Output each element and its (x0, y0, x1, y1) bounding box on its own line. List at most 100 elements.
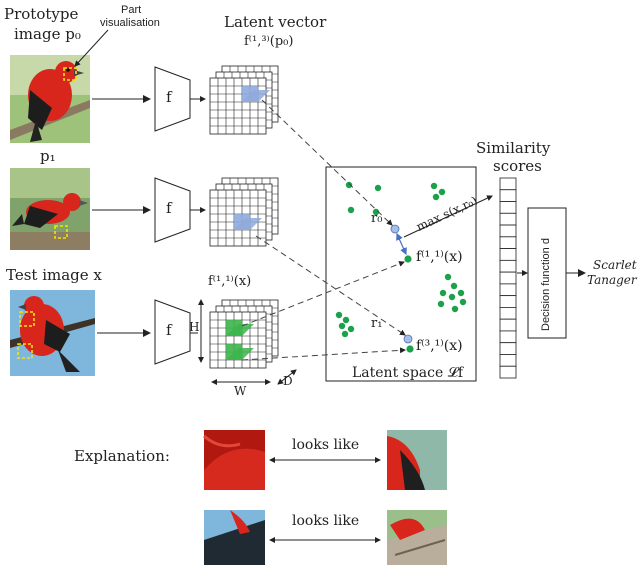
similarity-label-line1: Similarity (476, 139, 551, 157)
part-visualisation-arrow (74, 29, 109, 67)
explanation-patch-p1 (387, 430, 447, 490)
f13-p0-label: f⁽¹,³⁾(p₀) (244, 34, 294, 49)
explanation-label: Explanation: (74, 447, 170, 465)
latent-point (374, 184, 382, 192)
encoder-f-label-p0: f (166, 88, 172, 106)
similarity-scores-column (499, 177, 517, 379)
similarity-cell (499, 342, 517, 355)
encoder-f-label-p1: f (166, 199, 172, 217)
feature-grid-p1 (209, 177, 279, 247)
class-label-line1: Scarlet (593, 258, 637, 272)
explanation-patch-x1 (203, 430, 265, 490)
part-vis-line1: Part (121, 4, 142, 16)
similarity-cell (499, 224, 517, 238)
part-box-x-bottom (17, 343, 33, 359)
similarity-distance-arrow (396, 232, 407, 256)
r0-label: r₀ (371, 211, 383, 226)
similarity-cell (499, 330, 517, 344)
feature-grid-x (209, 299, 279, 369)
latent-point (341, 330, 349, 338)
f31-x-point (406, 345, 414, 353)
similarity-cell (499, 212, 517, 226)
latent-point (347, 325, 355, 333)
latent-point (457, 289, 465, 297)
encoder-f-p0 (154, 66, 191, 132)
f11-x-space-label: f⁽¹,¹⁾(x) (416, 249, 463, 265)
p1-label: p₁ (40, 147, 56, 165)
similarity-cell (499, 354, 517, 367)
decision-function-label: Decision function d (540, 238, 552, 331)
prototype-title-line1: Prototype (4, 5, 79, 23)
similarity-cell (499, 236, 517, 249)
f31-x-space-label: f⁽³,¹⁾(x) (416, 338, 463, 354)
test-image-label: Test image x (6, 266, 102, 284)
explanation-patch-x2 (204, 510, 265, 565)
similarity-label-line2: scores (493, 157, 542, 175)
similarity-cell (499, 283, 517, 297)
feature-grid-p0 (209, 65, 279, 135)
r0-point (390, 224, 400, 234)
latent-space-label: Latent space 𝓛f (352, 365, 464, 381)
similarity-cell (499, 189, 517, 202)
highlight-cell (242, 86, 258, 102)
encoder-f-p1 (154, 177, 191, 243)
r1-point (403, 334, 413, 344)
latent-point (448, 293, 456, 301)
projection-p0-to-r0 (261, 99, 393, 226)
latent-point (438, 188, 446, 196)
encoder-f-label-x: f (166, 321, 172, 339)
prototype-image-p1 (10, 168, 90, 250)
latent-point (432, 193, 440, 201)
prototype-image-p0 (10, 55, 90, 143)
similarity-cell (499, 318, 517, 332)
latent-point (450, 282, 458, 290)
encoder-f-x (154, 299, 191, 365)
part-box-p0 (63, 67, 77, 81)
similarity-cell (499, 259, 517, 273)
dim-h-label: H (189, 320, 200, 334)
projection-x11 (241, 261, 405, 327)
f11-x-point (404, 255, 412, 263)
similarity-cell (499, 248, 517, 261)
latent-point (437, 300, 445, 308)
prototype-title-line2: image p₀ (14, 25, 81, 43)
explanation-patch-p2 (387, 510, 447, 565)
latent-point (347, 206, 355, 214)
looks-like-label-2: looks like (292, 513, 360, 529)
latent-point (451, 305, 459, 313)
latent-point (342, 316, 350, 324)
test-image-x (10, 290, 95, 376)
latent-point (372, 208, 380, 216)
dim-d-arrow (277, 369, 297, 385)
looks-like-label-1: looks like (292, 437, 360, 453)
highlight-cell (226, 344, 242, 360)
latent-point (335, 311, 343, 319)
latent-points (335, 181, 467, 338)
similarity-cell (499, 271, 517, 285)
decision-function-box (527, 207, 567, 339)
highlight-cell (234, 214, 250, 230)
dim-d-label: D (283, 374, 293, 388)
latent-point (345, 181, 353, 189)
similarity-cell (499, 307, 517, 320)
latent-point (430, 182, 438, 190)
latent-space-box (325, 166, 477, 382)
part-box-p1 (54, 225, 68, 239)
similarity-cell (499, 177, 517, 191)
r1-label: r₁ (371, 316, 383, 331)
latent-point (459, 298, 467, 306)
class-label-line2: Tanager (587, 273, 637, 287)
dim-w-label: W (234, 384, 247, 398)
part-box-x-top (19, 311, 35, 327)
latent-point (338, 322, 346, 330)
max-similarity-arrow (403, 195, 493, 238)
similarity-cell (499, 295, 517, 308)
latent-vector-label: Latent vector (224, 13, 327, 31)
f11-x-grid-label: f⁽¹,¹⁾(x) (208, 274, 252, 289)
latent-point (444, 273, 452, 281)
latent-point (439, 289, 447, 297)
highlight-cell (226, 320, 242, 336)
part-vis-line2: visualisation (100, 17, 160, 29)
